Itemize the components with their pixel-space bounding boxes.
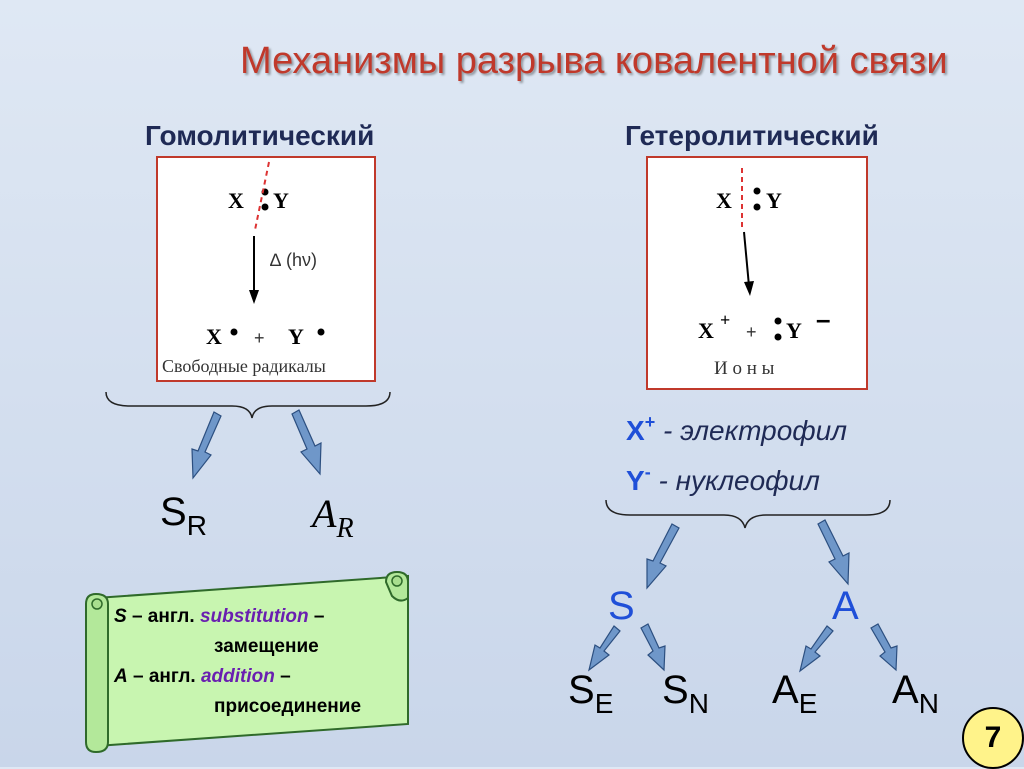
mechanism-an: AN [892, 668, 939, 719]
heterolytic-reaction-arrow [743, 231, 750, 287]
homolytic-split-line [254, 161, 270, 231]
heterolytic-pair-dot-top [753, 187, 761, 195]
homolytic-arrowhead [249, 290, 259, 304]
heterolytic-ion-pair-dot-bottom [774, 333, 782, 341]
nucleophile-line: Y- - нуклеофил [626, 462, 820, 496]
mechanism-ae: AE [772, 668, 818, 719]
scroll-banner [85, 570, 409, 754]
electrophile-line: X+ - электрофил [626, 412, 848, 446]
homolytic-bond-dot-bottom [261, 203, 269, 211]
homolytic-brace [105, 391, 391, 419]
arrow-to-an [870, 623, 898, 672]
homolytic-y-product: Y [288, 324, 304, 349]
page-number-badge: 7 [962, 707, 1024, 769]
arrow-to-a [817, 519, 850, 586]
homolytic-caption: Свободные радикалы [162, 356, 326, 376]
arrow-to-ae [799, 625, 834, 673]
heterolytic-minus-charge: – [816, 304, 831, 334]
heterolytic-x: X [716, 188, 732, 213]
homolytic-plus: + [254, 328, 265, 348]
arrow-to-sr [191, 411, 222, 480]
homolytic-radical-dot-x [230, 328, 238, 336]
page-title: Механизмы разрыва ковалентной связи [240, 40, 948, 82]
mechanism-s: S [608, 584, 635, 628]
scroll-text: S – англ. substitution – замещение A – а… [114, 602, 404, 722]
heterolytic-x-ion: X [698, 318, 714, 343]
heterolytic-y-ion: Y [786, 318, 802, 343]
heterolytic-y: Y [766, 188, 782, 213]
heterolytic-plus: + [746, 322, 757, 342]
heterolytic-pair-dot-bottom [753, 203, 761, 211]
homolytic-radical-dot-y [317, 328, 325, 336]
mechanism-sr: SR [160, 490, 207, 541]
homolytic-x: X [228, 188, 244, 213]
arrow-to-se [588, 625, 621, 672]
mechanism-se: SE [568, 668, 614, 719]
heterolytic-plus-charge: + [720, 310, 731, 330]
heterolytic-heading: Гетеролитический [625, 120, 879, 151]
heterolytic-brace [605, 499, 891, 529]
scroll-line-addition: A – англ. addition – [114, 666, 291, 687]
heterolytic-caption: И о н ы [714, 358, 775, 379]
scroll-line-substitution: S – англ. substitution – [114, 606, 325, 627]
homolytic-x-product: X [206, 324, 222, 349]
scroll-line-zameshchenie: замещение [214, 636, 319, 657]
mechanism-sn: SN [662, 668, 709, 719]
homolytic-condition: ∆ (hν) [270, 250, 318, 270]
scroll-line-prisoedinenie: присоединение [214, 696, 362, 717]
arrow-to-sn [640, 623, 666, 672]
arrow-to-ar [291, 409, 322, 476]
homolytic-y: Y [273, 188, 289, 213]
heterolytic-box: X Y X + + Y – И о н ы [646, 156, 868, 390]
arrow-to-s [646, 523, 680, 590]
heterolytic-ion-pair-dot-top [774, 317, 782, 325]
homolytic-heading: Гомолитический [145, 120, 375, 151]
mechanism-ar: AR [312, 491, 354, 544]
mechanism-a: A [832, 584, 859, 628]
heterolytic-arrowhead [744, 281, 754, 296]
